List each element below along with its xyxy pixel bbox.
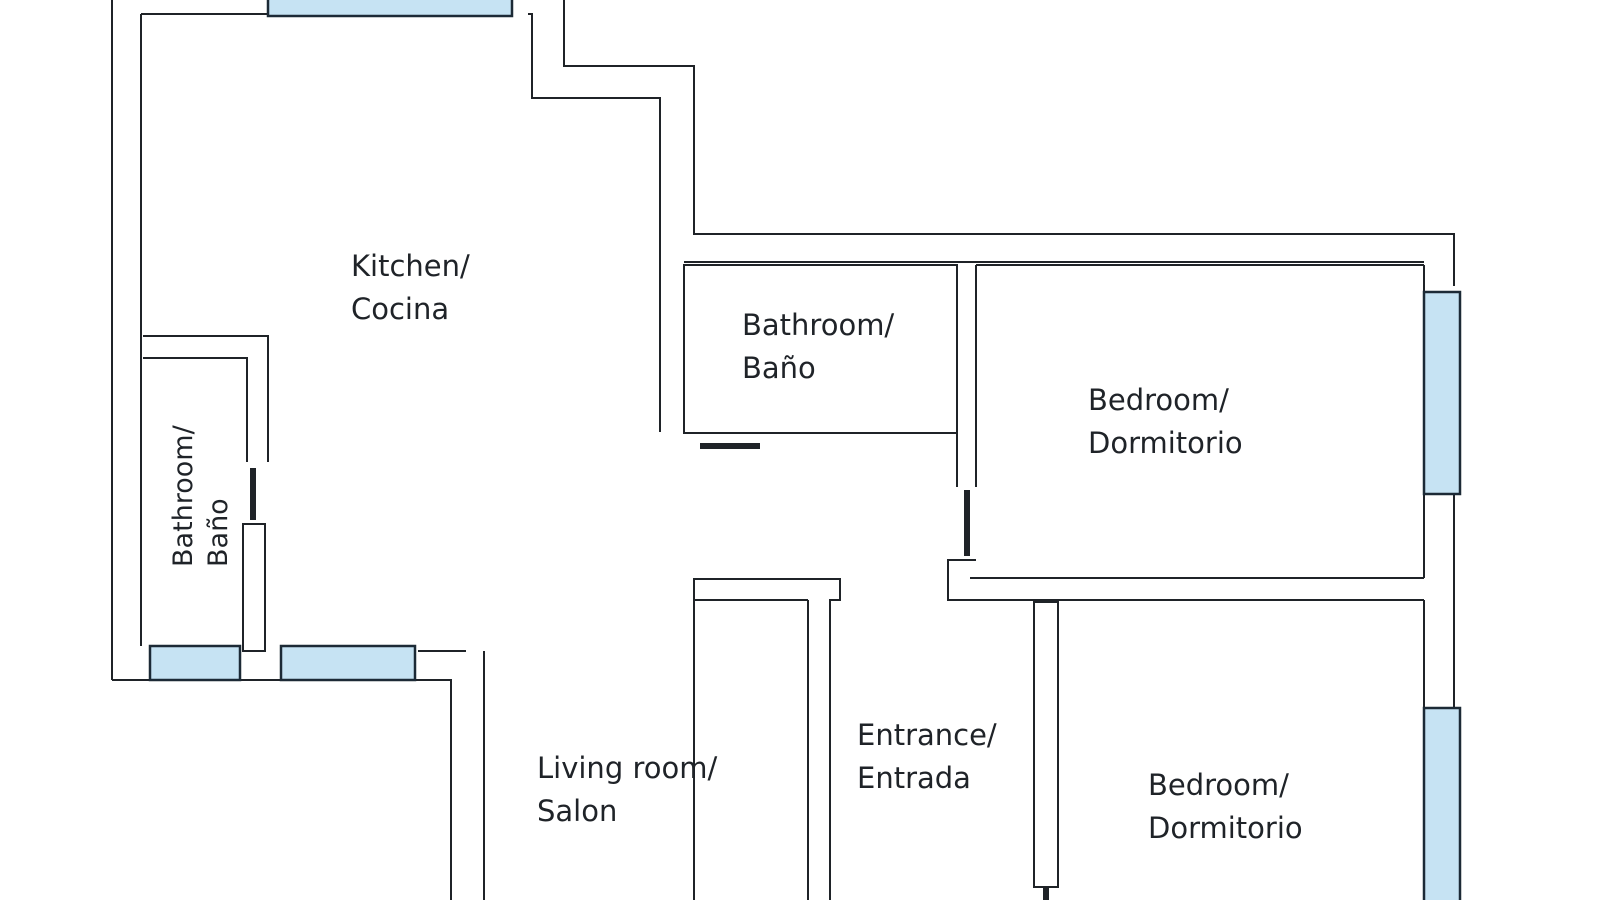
window-top [266, 0, 514, 18]
wall-step-inner [528, 13, 661, 432]
window-bottom-1 [148, 644, 242, 682]
bedroom-lower-label-line2: Dormitorio [1148, 811, 1303, 845]
window-right-upper [1422, 290, 1462, 496]
walls [111, 0, 1455, 900]
entrance-label: Entrance/ Entrada [857, 714, 997, 800]
window-right-lower [1422, 706, 1462, 900]
living-room-label-line1: Living room/ [537, 751, 718, 785]
bedroom-lower-label: Bedroom/ Dormitorio [1148, 764, 1303, 850]
window-bottom-2 [279, 644, 417, 682]
kitchen-label: Kitchen/ Cocina [351, 245, 470, 331]
wall-bedroom-divider [1033, 601, 1059, 888]
bathroom-small-label-line1: Bathroom/ [168, 425, 199, 567]
bathroom-main-label-line1: Bathroom/ [742, 308, 895, 342]
bedroom-upper-label: Bedroom/ Dormitorio [1088, 379, 1243, 465]
wall-small-bath-2 [143, 357, 248, 462]
wall-bedroom-bottom [947, 559, 1424, 601]
bedroom-upper-label-line1: Bedroom/ [1088, 383, 1229, 417]
bathroom-main-label-line2: Baño [742, 351, 816, 385]
entrance-label-line1: Entrance/ [857, 718, 997, 752]
bathroom-main-label: Bathroom/ Baño [742, 304, 894, 390]
living-room-label-line2: Salon [537, 794, 618, 828]
doors [250, 443, 1049, 900]
wall-bottom-left [112, 679, 452, 900]
wall-small-bath [143, 335, 269, 462]
windows [148, 0, 1462, 900]
bedroom-lower-label-line1: Bedroom/ [1148, 768, 1289, 802]
wall-entrance-top [693, 578, 841, 900]
bedroom-upper-label-line2: Dormitorio [1088, 426, 1243, 460]
living-room-label: Living room/ Salon [537, 747, 717, 833]
bathroom-small-label-line2: Baño [203, 498, 234, 567]
bathroom-small-label: Bathroom/ Baño [166, 425, 236, 567]
entrance-label-line2: Entrada [857, 761, 971, 795]
kitchen-label-line2: Cocina [351, 292, 450, 326]
wall-step-outer [563, 0, 1455, 286]
wall-small-bath-stub [242, 523, 266, 652]
kitchen-label-line1: Kitchen/ [351, 249, 470, 283]
